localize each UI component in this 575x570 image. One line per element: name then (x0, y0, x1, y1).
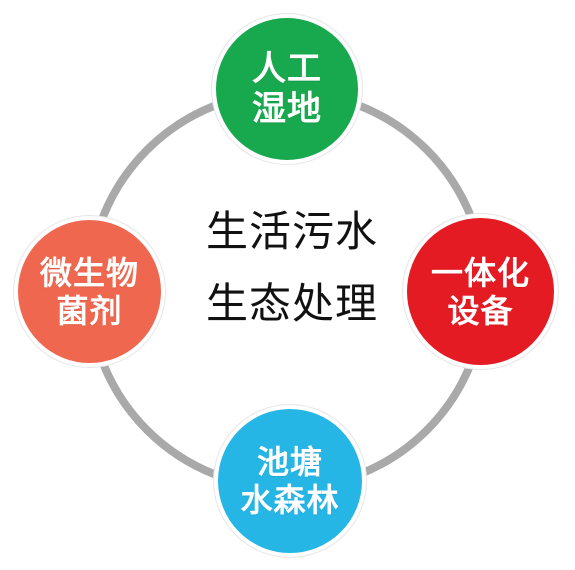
node-top-line-2: 湿地 (252, 89, 322, 129)
node-right-line-1: 一体化 (430, 253, 530, 292)
node-left-line-1: 微生物 (39, 253, 139, 292)
node-pond-water-forest: 池塘 水森林 (214, 405, 366, 557)
node-constructed-wetland: 人工 湿地 (212, 14, 362, 164)
node-microbial-agent: 微生物 菌剂 (14, 216, 165, 367)
center-title: 生活污水 生态处理 (172, 196, 412, 340)
node-bottom-line-1: 池塘 (256, 443, 323, 481)
node-right-line-2: 设备 (447, 291, 514, 330)
node-integrated-equipment: 一体化 设备 (403, 214, 558, 369)
node-top-line-1: 人工 (252, 49, 322, 89)
center-title-line-2: 生态处理 (205, 279, 378, 328)
node-bottom-line-2: 水森林 (240, 481, 340, 519)
center-title-line-1: 生活污水 (205, 207, 378, 256)
node-left-line-2: 菌剂 (56, 291, 123, 330)
